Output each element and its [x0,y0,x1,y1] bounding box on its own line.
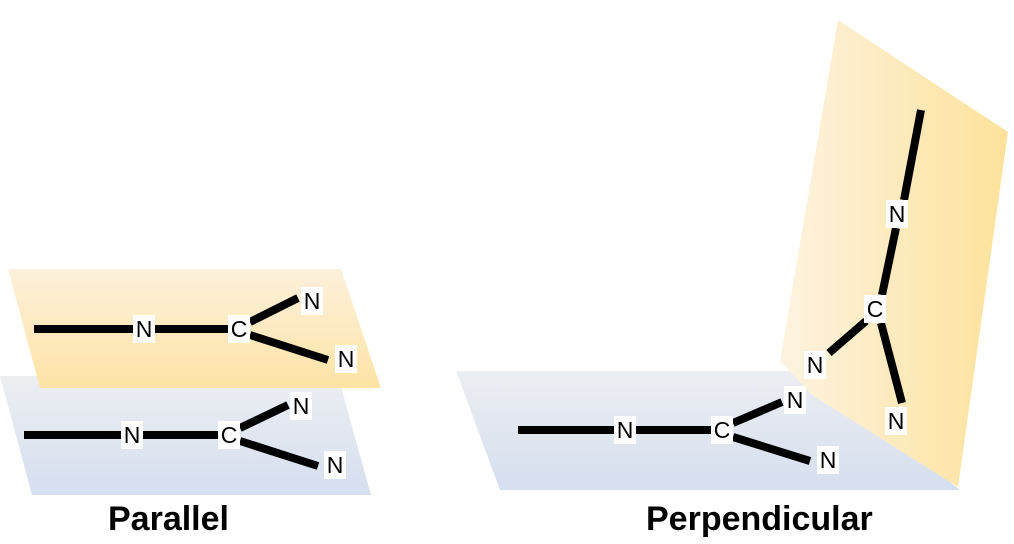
nitrogen-atom: N [301,287,323,315]
nitrogen-atom: N [121,421,143,449]
bond [248,331,330,364]
svg-text:N: N [327,452,344,478]
svg-text:N: N [136,316,153,342]
svg-text:N: N [304,288,321,314]
molecule-horizontal: N C N N [518,386,839,474]
bond [878,227,900,296]
carbon-atom: C [228,315,250,343]
svg-text:N: N [820,447,837,473]
nitrogen-atom: N [784,386,806,414]
svg-text:C: C [221,422,238,448]
parallel-panel: N C N N N [0,269,381,495]
svg-text:N: N [338,346,355,372]
svg-text:C: C [867,296,884,322]
carbon-atom: C [711,416,733,444]
caption-parallel: Parallel [108,500,229,538]
bond [731,433,812,465]
perpendicular-panel: N C N N N [456,20,1008,490]
caption-perpendicular: Perpendicular [646,500,873,538]
nitrogen-atom: N [817,446,839,474]
svg-text:N: N [807,352,824,378]
bond [826,317,869,357]
nitrogen-atom: N [804,351,826,379]
nitrogen-atom: N [614,416,636,444]
nitrogen-atom: N [324,451,346,479]
svg-text:N: N [888,408,905,434]
bond [731,398,784,427]
nitrogen-atom: N [886,200,908,228]
molecule-bottom: N C N N [24,392,346,479]
nitrogen-atom: N [290,392,312,420]
svg-text:N: N [293,393,310,419]
svg-text:N: N [889,201,906,227]
carbon-atom: C [864,295,886,323]
bond [238,437,320,470]
svg-text:N: N [617,417,634,443]
carbon-atom: C [218,421,240,449]
bond [238,401,290,432]
svg-text:C: C [231,316,248,342]
nitrogen-atom: N [133,315,155,343]
svg-text:N: N [787,387,804,413]
molecule-vertical: N C N N [804,109,925,435]
svg-text:C: C [714,417,731,443]
svg-text:N: N [124,422,141,448]
bond [877,321,906,405]
bond [900,109,925,201]
nitrogen-atom: N [885,407,907,435]
molecule-top: N C N N [34,287,357,373]
bond [248,294,300,326]
nitrogen-atom: N [335,345,357,373]
